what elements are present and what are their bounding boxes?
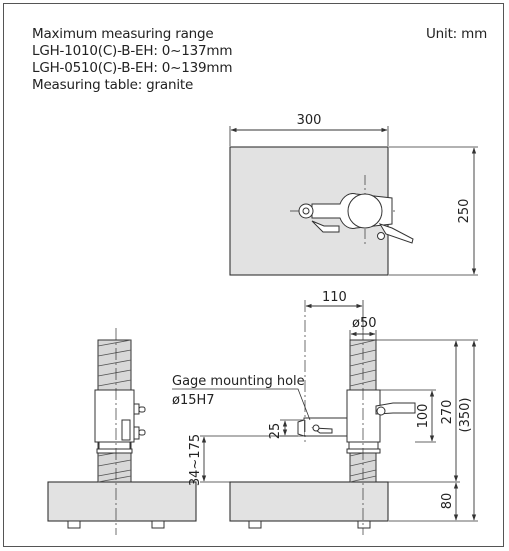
side-view: 110 ø50 Gage mounting hole ø15H7 25 34~1… — [172, 290, 478, 535]
holder-plan — [298, 193, 414, 244]
range-spec-0510: LGH-0510(C)-B-EH: 0~139mm — [32, 60, 233, 76]
dim-column-dia-label: ø50 — [352, 316, 377, 331]
dim-depth-label: 250 — [457, 199, 472, 224]
front-holder — [94, 389, 146, 454]
column-plan-circle — [347, 193, 383, 229]
gage-hole-leader — [172, 388, 311, 421]
range-spec-1010: LGH-1010(C)-B-EH: 0~137mm — [32, 43, 233, 59]
dim-holder-height-label: 100 — [416, 404, 431, 429]
unit-label: Unit: mm — [426, 26, 488, 42]
dim-range-label: 34~175 — [188, 434, 203, 486]
top-view: 300 250 — [229, 113, 478, 276]
gage-hole-label: Gage mounting hole — [172, 374, 305, 389]
dim-width-label: 300 — [297, 113, 322, 128]
front-base — [47, 481, 197, 522]
side-holder — [297, 389, 416, 454]
range-title: Maximum measuring range — [32, 26, 214, 42]
side-base — [229, 481, 389, 522]
gage-hole-size: ø15H7 — [172, 393, 215, 408]
front-view — [47, 328, 197, 535]
dim-offset-label: 110 — [322, 290, 347, 305]
dim-holder-thickness-label: 25 — [268, 423, 283, 440]
table-material: Measuring table: granite — [32, 77, 194, 93]
dim-column-height-label: 270 — [440, 400, 455, 425]
dim-overall-height-label: (350) — [458, 398, 473, 433]
dim-base-height-label: 80 — [440, 493, 455, 510]
